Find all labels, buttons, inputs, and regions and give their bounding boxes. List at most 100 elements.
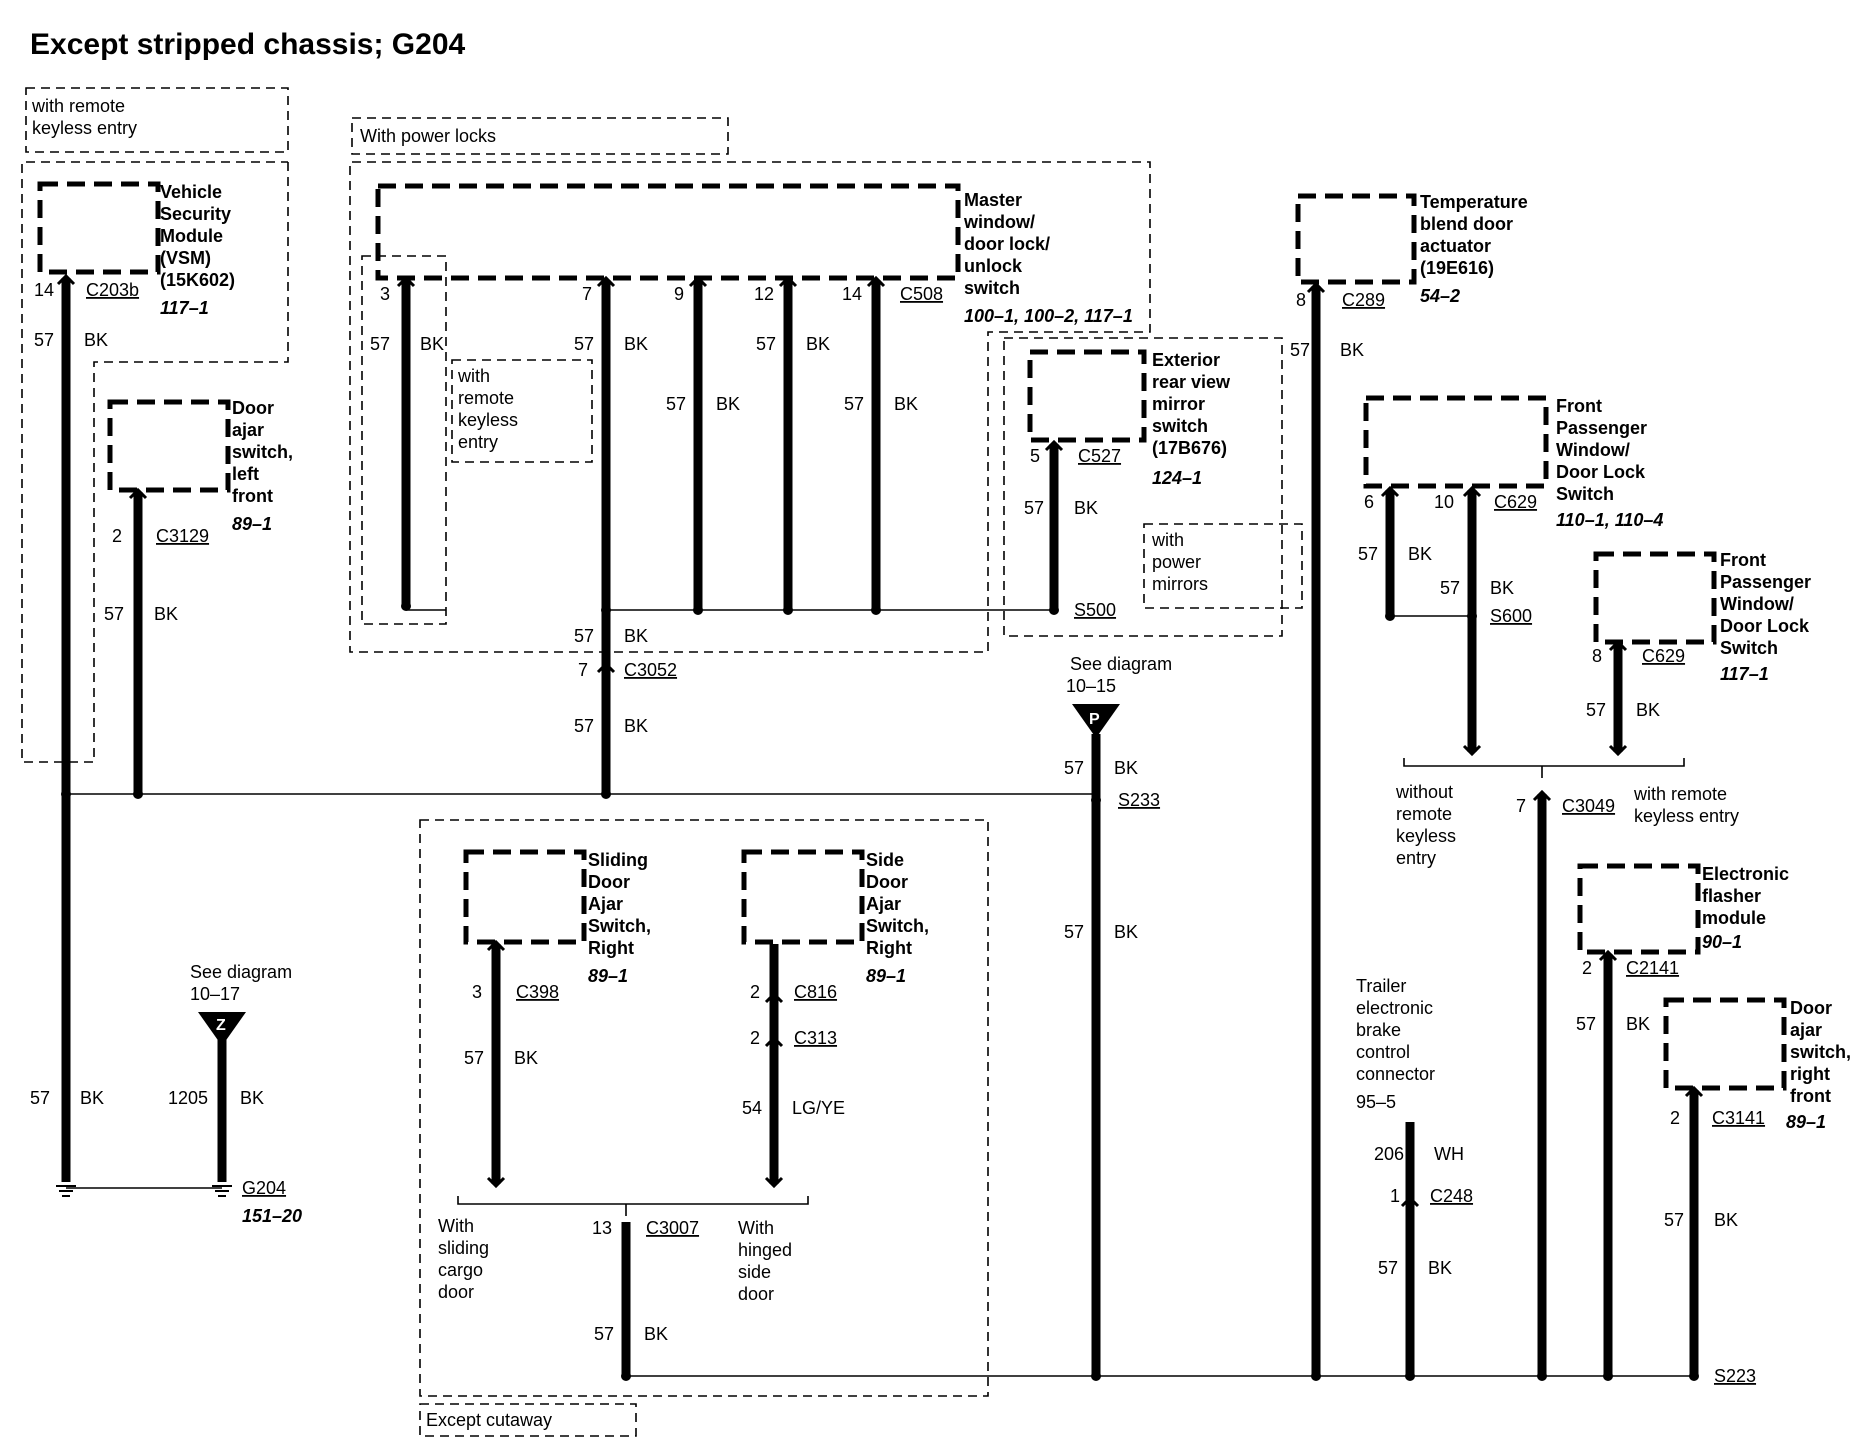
temp-actuator-name-4: (19E616)	[1420, 258, 1494, 278]
door-ajar-lf-ref: 89–1	[232, 514, 272, 534]
see-diagram-z-ref: 10–17	[190, 984, 240, 1004]
bracket-c3049	[1403, 758, 1685, 778]
see-diagram-z-label: See diagram	[190, 962, 292, 982]
mirror-switch-component	[1027, 349, 1147, 443]
front-pass-switch-a-name-3: Window/	[1556, 440, 1630, 460]
connector-c508: C508	[900, 284, 943, 304]
wire-label: BK	[624, 626, 648, 646]
temp-actuator-name-3: actuator	[1420, 236, 1491, 256]
master-switch-name-1: Master	[964, 190, 1022, 210]
temp-actuator-ref: 54–2	[1420, 286, 1460, 306]
power-locks-boundary	[349, 161, 1151, 653]
except-cutaway-label-box	[419, 1403, 637, 1437]
bracket-c3007	[457, 1196, 809, 1216]
wire-label: 57	[574, 626, 594, 646]
wire-labels: 57 BK 57 BK 57 BK 57 BK 57 BK 57 BK 57 B…	[30, 330, 1738, 1344]
front-pass-switch-b-name-4: Door Lock	[1720, 616, 1810, 636]
note-hinged-3: side	[738, 1262, 771, 1282]
door-ajar-lf-name-4: left	[232, 464, 259, 484]
splice-dots	[61, 601, 1699, 1381]
wire-label: 57	[464, 1048, 484, 1068]
side-door-switch-name-4: Switch,	[866, 916, 929, 936]
wire-label: BK	[514, 1048, 538, 1068]
connector-c248: C248	[1430, 1186, 1473, 1206]
rke-inner-label-2: remote	[458, 388, 514, 408]
connector-c289: C289	[1342, 290, 1385, 310]
front-pass-switch-a-name-1: Front	[1556, 396, 1602, 416]
vsm-component	[37, 181, 161, 275]
temp-actuator-name-1: Temperature	[1420, 192, 1528, 212]
mirror-switch-name-5: (17B676)	[1152, 438, 1227, 458]
front-pass-switch-b-name-1: Front	[1720, 550, 1766, 570]
pin-vsm: 14	[34, 280, 54, 300]
wire-label: BK	[80, 1088, 104, 1108]
pin-c3049: 7	[1516, 796, 1526, 816]
side-door-switch-name-1: Side	[866, 850, 904, 870]
mirror-switch-name-2: rear view	[1152, 372, 1231, 392]
wire-label: BK	[624, 716, 648, 736]
sliding-door-switch-name-4: Switch,	[588, 916, 651, 936]
master-switch-name-3: door lock/	[964, 234, 1050, 254]
connector-c313: C313	[794, 1028, 837, 1048]
ground-symbols	[56, 1185, 232, 1197]
pin-side1: 2	[750, 982, 760, 1002]
note-without-rke-1: without	[1395, 782, 1453, 802]
wire-label: BK	[624, 334, 648, 354]
connector-labels: C203b C3129 C508 C527 C289 C629 C629 C30…	[86, 280, 1765, 1238]
pin-sliding: 3	[472, 982, 482, 1002]
see-diagram-p-letter: P	[1089, 711, 1100, 728]
except-cutaway-boundary	[419, 819, 989, 1397]
wire-label: 57	[574, 716, 594, 736]
pin-mirror: 5	[1030, 446, 1040, 466]
pin-c3052: 7	[578, 660, 588, 680]
wire-label: 57	[1440, 578, 1460, 598]
master-switch-name-5: switch	[964, 278, 1020, 298]
note-hinged-2: hinged	[738, 1240, 792, 1260]
note-with-rke-1: with remote	[1633, 784, 1727, 804]
mirror-option-boundary	[1003, 337, 1283, 637]
rke-option-label-1: with remote	[31, 96, 125, 116]
wire-label: 57	[1378, 1258, 1398, 1278]
door-ajar-rf-name-4: right	[1790, 1064, 1830, 1084]
pin-fp2: 10	[1434, 492, 1454, 512]
vsm-name-5: (15K602)	[160, 270, 235, 290]
pin-temp: 8	[1296, 290, 1306, 310]
power-mirrors-label-box	[1143, 523, 1303, 609]
wire-label: 57	[370, 334, 390, 354]
vsm-name-4: (VSM)	[160, 248, 211, 268]
connector-c3129: C3129	[156, 526, 209, 546]
front-pass-switch-b-component	[1593, 551, 1717, 645]
wire-label: 57	[666, 394, 686, 414]
connector-c629b: C629	[1642, 646, 1685, 666]
rke-option-label-2: keyless entry	[32, 118, 137, 138]
note-sliding-3: cargo	[438, 1260, 483, 1280]
connector-arrows	[56, 273, 1704, 1208]
front-pass-switch-b-ref: 117–1	[1720, 664, 1769, 684]
wire-label: 54	[742, 1098, 762, 1118]
pin-side2: 2	[750, 1028, 760, 1048]
wire-label: BK	[1340, 340, 1364, 360]
wire-label: 57	[1576, 1014, 1596, 1034]
door-ajar-lf-name-2: ajar	[232, 420, 264, 440]
connector-c398: C398	[516, 982, 559, 1002]
pin-m5: 14	[842, 284, 862, 304]
wire-label: 57	[574, 334, 594, 354]
wire-label: LG/YE	[792, 1098, 845, 1118]
temp-actuator-component	[1295, 193, 1417, 285]
door-ajar-rf-name-1: Door	[1790, 998, 1832, 1018]
flasher-component	[1577, 863, 1701, 955]
wire-label: 57	[1064, 758, 1084, 778]
side-door-switch-ref: 89–1	[866, 966, 906, 986]
connector-c3049: C3049	[1562, 796, 1615, 816]
vsm-name-3: Module	[160, 226, 223, 246]
sliding-door-switch-name-5: Right	[588, 938, 634, 958]
power-mirrors-label-3: mirrors	[1152, 574, 1208, 594]
note-without-rke-4: entry	[1396, 848, 1436, 868]
rke-inner-label-3: keyless	[458, 410, 518, 430]
trailer-name-4: control	[1356, 1042, 1410, 1062]
wire-label: BK	[1636, 700, 1660, 720]
splice-s233: S233	[1118, 790, 1160, 810]
wire-label: 57	[1024, 498, 1044, 518]
pin-c248: 1	[1390, 1186, 1400, 1206]
